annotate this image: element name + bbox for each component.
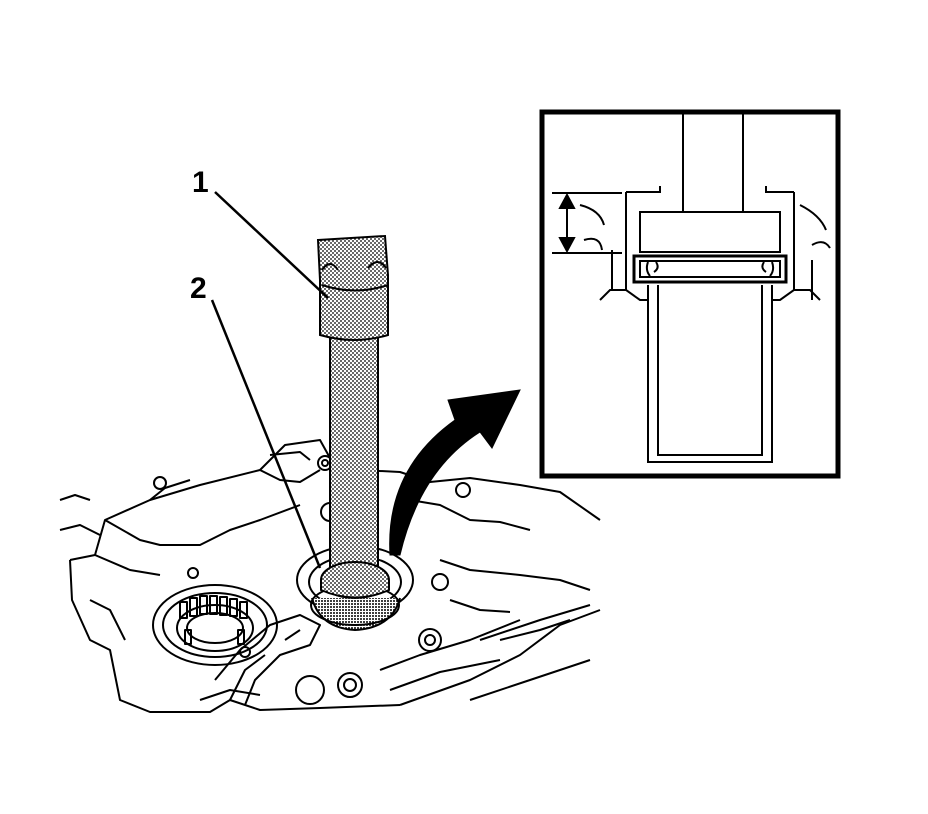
detail-inset [539,109,841,479]
transmission-case [59,439,601,713]
seal-installer-tool [316,234,390,599]
callout-1: 1 [192,166,209,199]
leader-line-2 [210,299,322,569]
leader-line-1 [214,191,329,299]
inset-frame [539,109,841,479]
dimension-arrow-icon [558,192,576,254]
callout-2: 2 [190,272,207,305]
arrow-icon [389,389,521,556]
